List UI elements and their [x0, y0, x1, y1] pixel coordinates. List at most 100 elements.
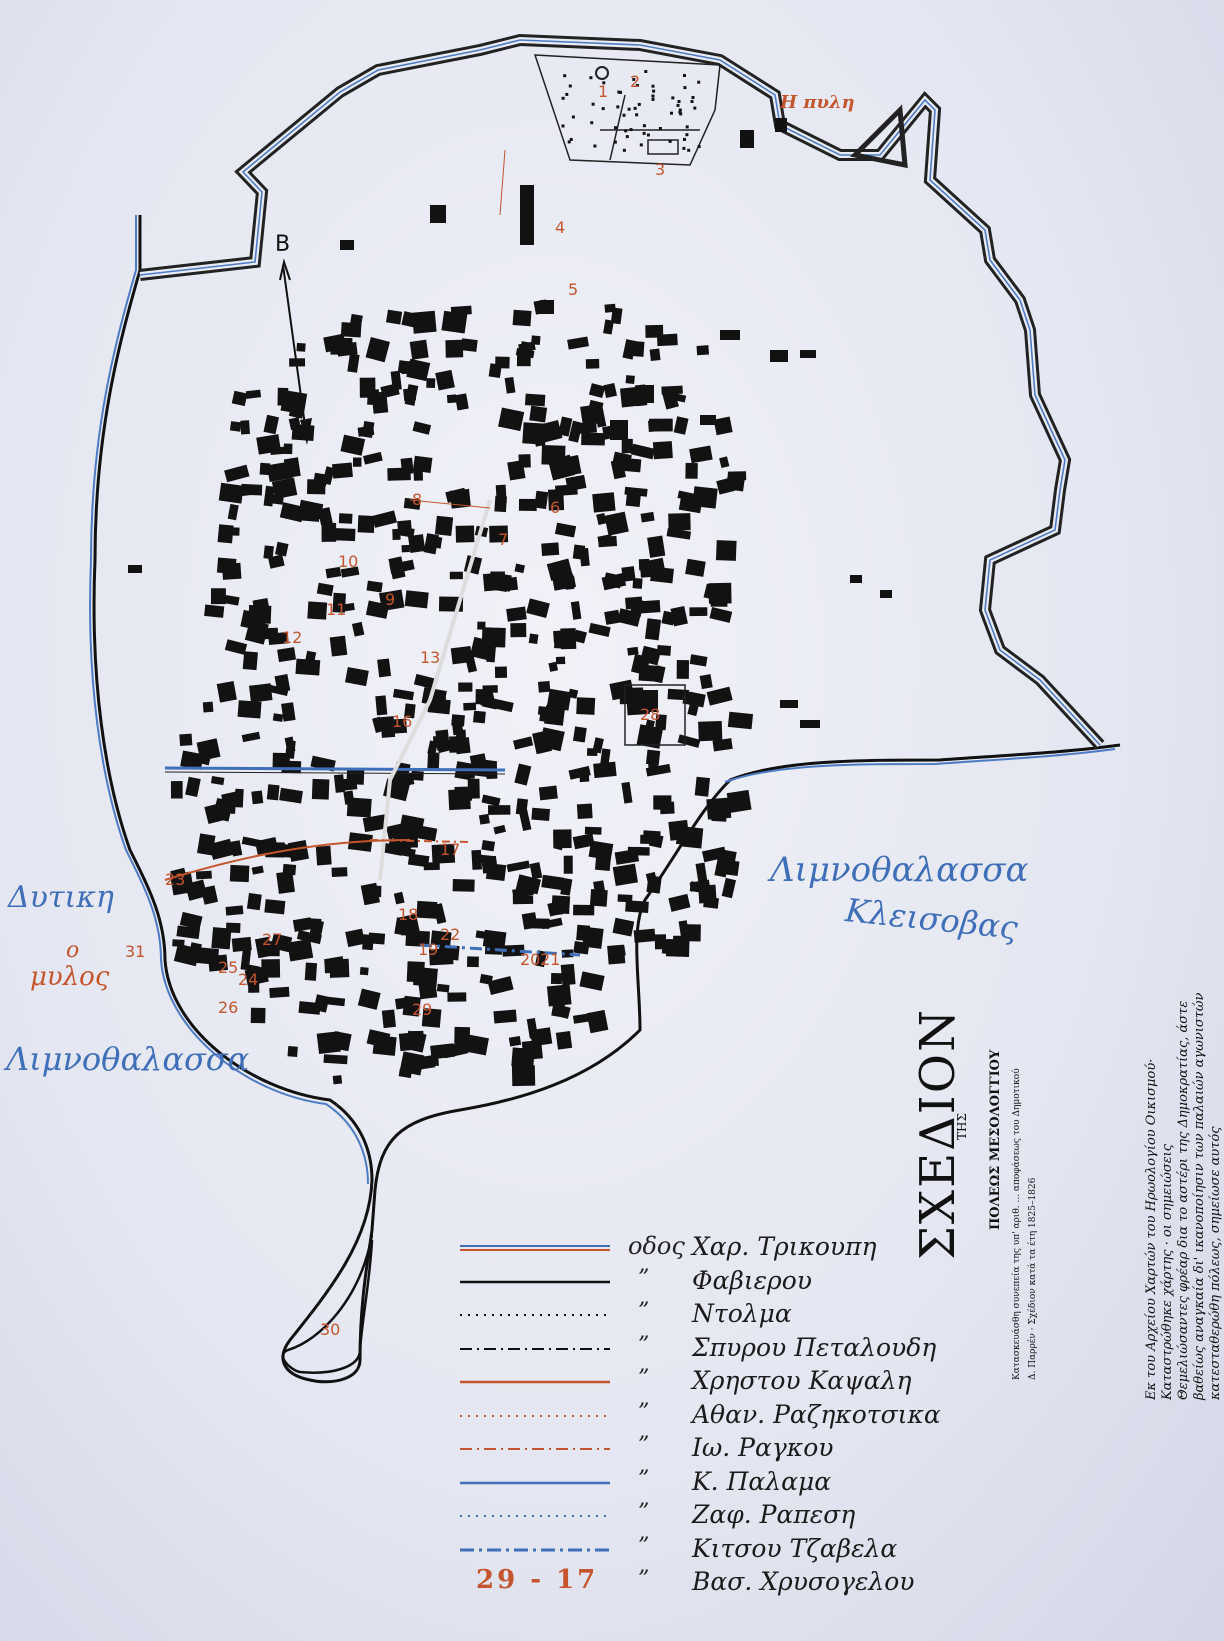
building [345, 928, 366, 948]
building [678, 497, 703, 514]
building [489, 573, 512, 592]
building [313, 472, 328, 487]
building [434, 515, 454, 537]
building [491, 698, 514, 713]
building [541, 874, 565, 891]
building [398, 526, 415, 538]
grave-marker [670, 111, 673, 115]
building [460, 338, 478, 352]
site-number: 2 [630, 72, 641, 91]
building [661, 387, 679, 410]
building [388, 556, 406, 580]
legend-item: ”Ιω. Ραγκου [460, 1433, 1020, 1465]
building [217, 593, 240, 606]
building [711, 808, 727, 822]
building [594, 856, 611, 871]
building [555, 1004, 571, 1019]
building [644, 618, 662, 641]
building [668, 893, 691, 912]
building [640, 834, 660, 844]
building [398, 832, 413, 853]
grave-marker [624, 129, 628, 133]
grave-marker [565, 92, 569, 96]
building [241, 483, 263, 496]
building [269, 986, 290, 998]
building [231, 936, 252, 952]
building [511, 1065, 536, 1087]
building [685, 558, 706, 577]
site-number: 13 [420, 648, 441, 667]
building [689, 881, 709, 894]
building [720, 330, 740, 340]
site-number: 3 [655, 160, 666, 179]
grave-marker [563, 74, 567, 78]
building [594, 406, 607, 428]
building [440, 372, 453, 389]
building [430, 930, 452, 947]
site-number: 10 [338, 552, 359, 571]
grave-marker [591, 102, 595, 106]
building [515, 347, 535, 359]
building [367, 389, 379, 406]
building [240, 949, 252, 971]
map-subtitle: ΠΟΛΕΩΣ ΜΕΣΟΛΟΓΓΙΟΥ [988, 1049, 1003, 1230]
building [231, 390, 248, 407]
building [652, 441, 673, 460]
building [176, 925, 201, 940]
building [411, 310, 437, 334]
site-number: 27 [262, 930, 283, 949]
building [603, 319, 614, 335]
building [541, 542, 560, 556]
building [579, 771, 590, 783]
building [645, 324, 664, 338]
building [528, 918, 550, 929]
building [506, 606, 527, 622]
building [689, 445, 713, 464]
building [668, 513, 691, 531]
building [576, 803, 593, 819]
building [427, 740, 439, 755]
building [512, 895, 534, 905]
building [332, 462, 353, 479]
grave-marker [691, 96, 695, 99]
building [498, 407, 525, 432]
grave-marker [683, 86, 687, 90]
site-number: 7 [498, 530, 509, 549]
building [189, 942, 202, 953]
building [553, 629, 574, 644]
building [357, 988, 381, 1010]
grave-marker [678, 110, 682, 114]
building [719, 456, 730, 469]
building [551, 895, 571, 915]
building [725, 860, 740, 876]
grave-marker [617, 90, 621, 94]
building [179, 733, 193, 746]
legend-ditto: ” [638, 1399, 650, 1425]
building [321, 996, 346, 1007]
building [560, 877, 573, 896]
building [617, 608, 642, 627]
legend-line-symbol [460, 1448, 610, 1450]
building [281, 760, 302, 774]
building [573, 629, 587, 644]
building [266, 684, 289, 696]
building [617, 894, 633, 903]
building [227, 503, 239, 521]
building [687, 700, 700, 717]
building [714, 855, 730, 878]
building [284, 736, 296, 753]
building [640, 511, 655, 523]
building [343, 790, 355, 805]
site-number: 6 [550, 498, 561, 517]
legend-item: ”Αθαν. Ραζηκοτσικα [460, 1400, 1020, 1432]
legend-line-symbol [460, 1515, 610, 1517]
grave-marker [693, 106, 697, 110]
site-number: 11 [326, 600, 347, 619]
building [404, 384, 419, 406]
building [563, 855, 573, 874]
building [495, 356, 510, 369]
legend-line-symbol [460, 1548, 610, 1551]
building [727, 711, 754, 730]
street-kpalama [164, 766, 506, 772]
